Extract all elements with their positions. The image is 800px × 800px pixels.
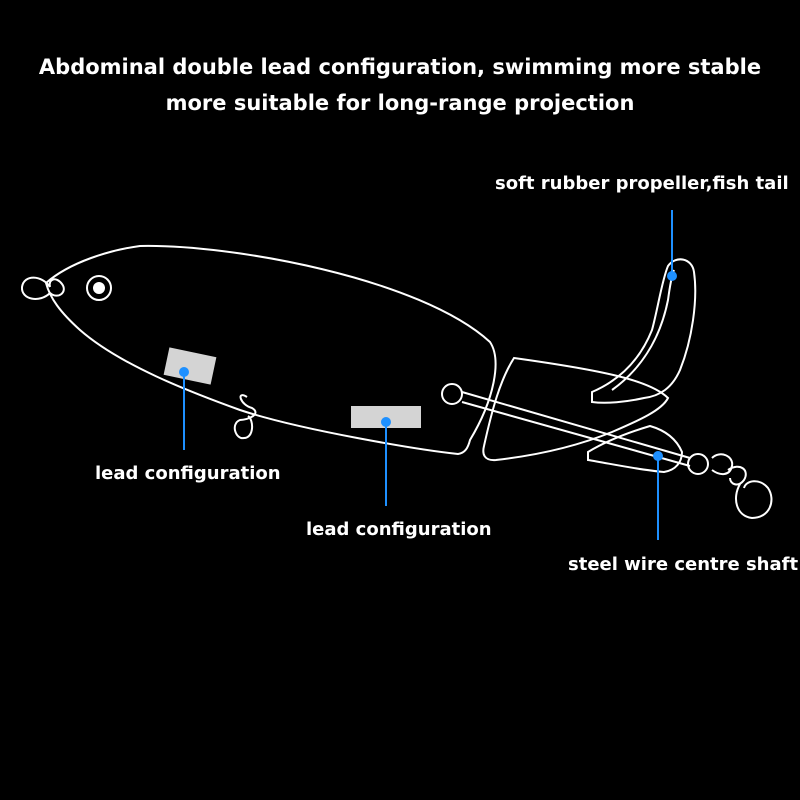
tail-fin bbox=[591, 258, 697, 404]
belly-hook-hanger bbox=[233, 394, 257, 440]
steel-wire-shaft-upper bbox=[461, 391, 691, 459]
rear-swivel bbox=[711, 453, 747, 486]
headline-line-1: Abdominal double lead configuration, swi… bbox=[38, 55, 762, 79]
tail-propeller-housing bbox=[482, 356, 670, 462]
callout-lead-configuration-front: lead configuration bbox=[95, 463, 281, 484]
pointer-dot-shaft bbox=[653, 451, 663, 461]
shaft-bead bbox=[687, 453, 709, 475]
rear-eyelet bbox=[441, 383, 463, 405]
pointer-dot-lead-front bbox=[179, 367, 189, 377]
callout-soft-rubber-propeller: soft rubber propeller,fish tail bbox=[495, 173, 789, 194]
callout-lead-configuration-rear: lead configuration bbox=[306, 519, 492, 540]
callout-steel-wire-shaft: steel wire centre shaft bbox=[568, 554, 799, 575]
lead-weight-front bbox=[163, 347, 217, 385]
shaft-sleeve bbox=[587, 424, 684, 474]
pointer-dot-tail bbox=[667, 271, 677, 281]
lure-eye-pupil bbox=[93, 282, 105, 294]
steel-wire-shaft-lower bbox=[461, 401, 691, 467]
headline-line-2: more suitable for long-range projection bbox=[165, 91, 635, 115]
pointer-dot-lead-rear bbox=[381, 417, 391, 427]
front-split-ring bbox=[20, 276, 65, 300]
rear-split-ring bbox=[735, 480, 773, 520]
lure-body bbox=[44, 244, 497, 456]
tail-fin-inner bbox=[611, 269, 675, 391]
lure-eye-outer bbox=[86, 275, 112, 301]
